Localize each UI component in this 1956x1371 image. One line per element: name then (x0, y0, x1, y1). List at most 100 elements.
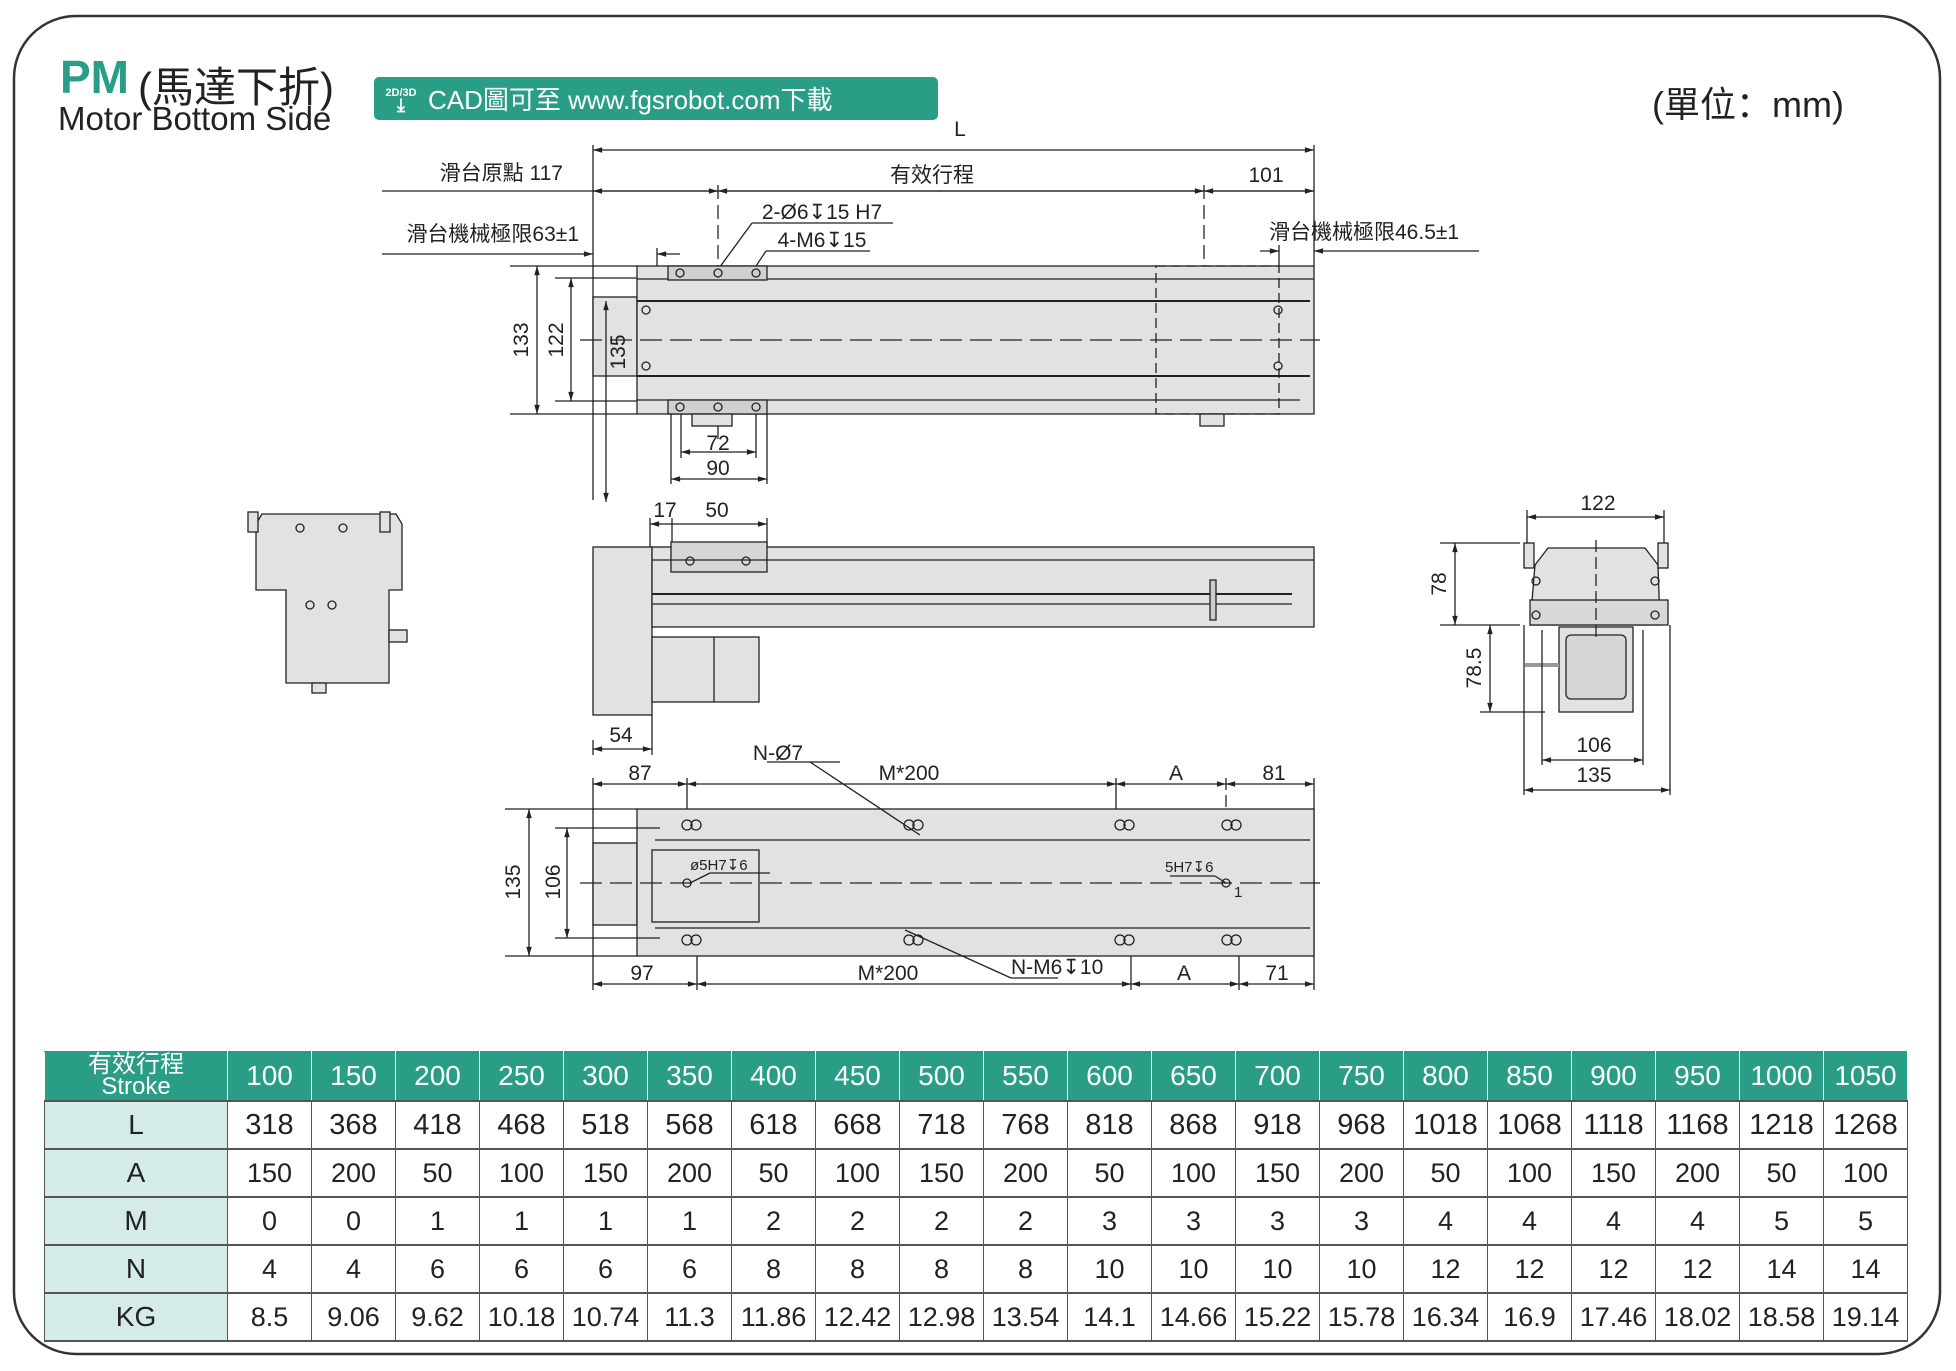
table-cell: 1218 (1739, 1100, 1824, 1150)
table-cell: 5 (1739, 1196, 1824, 1246)
table-cell: 15.22 (1235, 1292, 1320, 1342)
row-label: KG (44, 1292, 228, 1342)
table-cell: 4 (1571, 1196, 1656, 1246)
table-cell: 17.46 (1571, 1292, 1656, 1342)
table-cell: 11.86 (731, 1292, 816, 1342)
dim-limit-right: 滑台機械極限46.5±1 (1269, 221, 1459, 244)
header-stroke-150: 150 (311, 1051, 396, 1102)
table-cell: 11.3 (647, 1292, 732, 1342)
table-cell: 10 (1151, 1244, 1236, 1294)
table-cell: 9.06 (311, 1292, 396, 1342)
dim-90: 90 (706, 457, 729, 480)
table-cell: 12 (1571, 1244, 1656, 1294)
badge-2d3d: 2D/3D (385, 86, 417, 99)
dim-1: 1 (1234, 884, 1242, 901)
table-cell: 50 (1403, 1148, 1488, 1198)
table-cell: 6 (647, 1244, 732, 1294)
table-cell: 1018 (1403, 1100, 1488, 1150)
header-stroke-350: 350 (647, 1051, 732, 1102)
table-cell: 1068 (1487, 1100, 1572, 1150)
header-stroke-250: 250 (479, 1051, 564, 1102)
table-cell: 18.58 (1739, 1292, 1824, 1342)
table-cell: 8 (899, 1244, 984, 1294)
dim-133: 133 (510, 322, 533, 357)
table-cell: 818 (1067, 1100, 1152, 1150)
bottom-view (505, 761, 1320, 990)
dim-end-78: 78 (1428, 572, 1451, 595)
header-stroke-100: 100 (227, 1051, 312, 1102)
table-cell: 6 (395, 1244, 480, 1294)
table-cell: 0 (227, 1196, 312, 1246)
table-cell: 8 (731, 1244, 816, 1294)
table-cell: 100 (815, 1148, 900, 1198)
table-cell: 200 (647, 1148, 732, 1198)
side-view (592, 518, 1315, 755)
table-cell: 4 (311, 1244, 396, 1294)
row-label: M (44, 1196, 228, 1246)
table-cell: 968 (1319, 1100, 1404, 1150)
table-cell: 4 (1655, 1196, 1740, 1246)
table-cell: 3 (1235, 1196, 1320, 1246)
table-cell: 14 (1823, 1244, 1908, 1294)
dim-17: 17 (653, 499, 676, 522)
page-border (12, 14, 1942, 1356)
header-stroke-1000: 1000 (1739, 1051, 1824, 1102)
table-cell: 1 (563, 1196, 648, 1246)
dim-50: 50 (705, 499, 728, 522)
table-cell: 15.78 (1319, 1292, 1404, 1342)
table-cell: 568 (647, 1100, 732, 1150)
dim-stroke: 有效行程 (890, 164, 974, 187)
table-cell: 10 (1067, 1244, 1152, 1294)
header-stroke-600: 600 (1067, 1051, 1152, 1102)
table-cell: 16.34 (1403, 1292, 1488, 1342)
dim-origin: 滑台原點 117 (440, 162, 563, 185)
table-cell: 6 (563, 1244, 648, 1294)
table-cell: 2 (983, 1196, 1068, 1246)
table-cell: 668 (815, 1100, 900, 1150)
table-cell: 1168 (1655, 1100, 1740, 1150)
table-cell: 14.1 (1067, 1292, 1152, 1342)
table-cell: 0 (311, 1196, 396, 1246)
dim-97: 97 (630, 962, 653, 985)
note-tap-holes: 4-M6↧15 (778, 229, 867, 252)
header-stroke-300: 300 (563, 1051, 648, 1102)
table-cell: 518 (563, 1100, 648, 1150)
dim-end-106: 106 (1576, 734, 1611, 757)
left-end-view (247, 511, 408, 694)
table-cell: 18.02 (1655, 1292, 1740, 1342)
table-cell: 100 (479, 1148, 564, 1198)
cad-download-banner[interactable]: 2D/3D⤓ CAD圖可至 www.fgsrobot.com下載 (374, 77, 938, 120)
dim-71: 71 (1265, 962, 1288, 985)
table-cell: 3 (1151, 1196, 1236, 1246)
table-cell: 318 (227, 1100, 312, 1150)
table-cell: 12 (1403, 1244, 1488, 1294)
header-stroke-200: 200 (395, 1051, 480, 1102)
header-label-en: Stroke (101, 1073, 171, 1100)
cad-download-link[interactable]: CAD圖可至 www.fgsrobot.com下載 (428, 85, 833, 115)
table-cell: 150 (1235, 1148, 1320, 1198)
table-cell: 50 (1739, 1148, 1824, 1198)
table-cell: 14 (1739, 1244, 1824, 1294)
table-cell: 2 (899, 1196, 984, 1246)
table-cell: 12 (1487, 1244, 1572, 1294)
table-cell: 368 (311, 1100, 396, 1150)
table-cell: 3 (1319, 1196, 1404, 1246)
note-pin5-right: 5H7↧6 (1165, 859, 1213, 876)
table-cell: 100 (1151, 1148, 1236, 1198)
row-label: L (44, 1100, 228, 1150)
table-cell: 468 (479, 1100, 564, 1150)
header-stroke-1050: 1050 (1823, 1051, 1908, 1102)
table-cell: 100 (1823, 1148, 1908, 1198)
dim-101: 101 (1248, 164, 1283, 187)
table-cell: 150 (899, 1148, 984, 1198)
table-cell: 1 (395, 1196, 480, 1246)
table-cell: 718 (899, 1100, 984, 1150)
note-n-tap: N-M6↧10 (1011, 956, 1103, 979)
